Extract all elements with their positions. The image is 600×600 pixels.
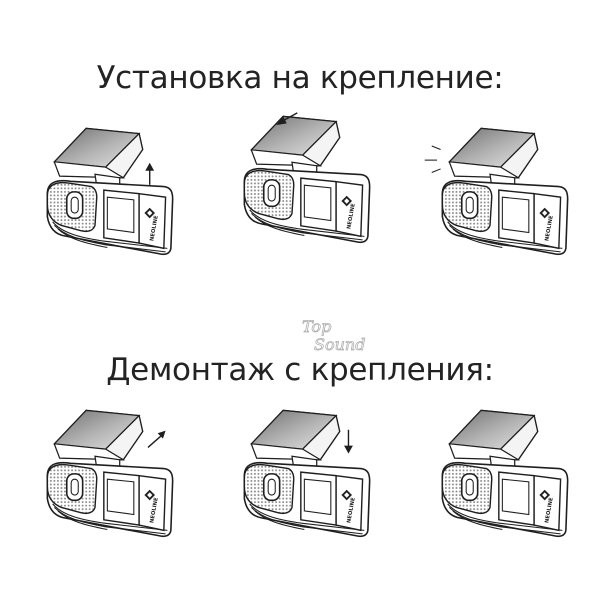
brand-label: NEOLINE (346, 203, 356, 230)
dashcam-illustration: NEOLINE (243, 112, 371, 244)
remove-step-2: NEOLINE (222, 398, 392, 548)
brand-label: NEOLINE (149, 215, 159, 242)
remove-step-3: NEOLINE (420, 398, 590, 548)
install-title: Установка на крепление: (96, 60, 504, 96)
left-arrow-icon (276, 112, 298, 126)
dashcam-illustration: NEOLINE (424, 127, 569, 256)
install-step-1: NEOLINE (25, 116, 195, 266)
remove-step-1: NEOLINE (25, 398, 195, 548)
install-step-2: NEOLINE (222, 104, 392, 254)
dashcam-illustration: NEOLINE (441, 409, 569, 538)
brand-label: NEOLINE (346, 497, 356, 524)
top-sound-watermark: Top Sound (296, 312, 368, 358)
dashcam-illustration: NEOLINE (243, 409, 371, 538)
brand-label: NEOLINE (544, 215, 554, 242)
remove-title: Демонтаж с крепления: (106, 352, 494, 388)
brand-label: NEOLINE (544, 497, 554, 524)
click-lines-icon (424, 145, 441, 173)
dashcam-illustration: NEOLINE (46, 409, 174, 538)
install-step-3: NEOLINE (420, 116, 590, 266)
dashcam-illustration: NEOLINE (46, 127, 174, 256)
watermark-line2: Sound (314, 335, 365, 354)
down-arrow-icon (344, 429, 353, 454)
up-arrow-icon (145, 162, 155, 185)
up-right-arrow-icon (147, 430, 166, 448)
brand-label: NEOLINE (149, 497, 159, 524)
watermark-line1: Top (302, 317, 331, 336)
